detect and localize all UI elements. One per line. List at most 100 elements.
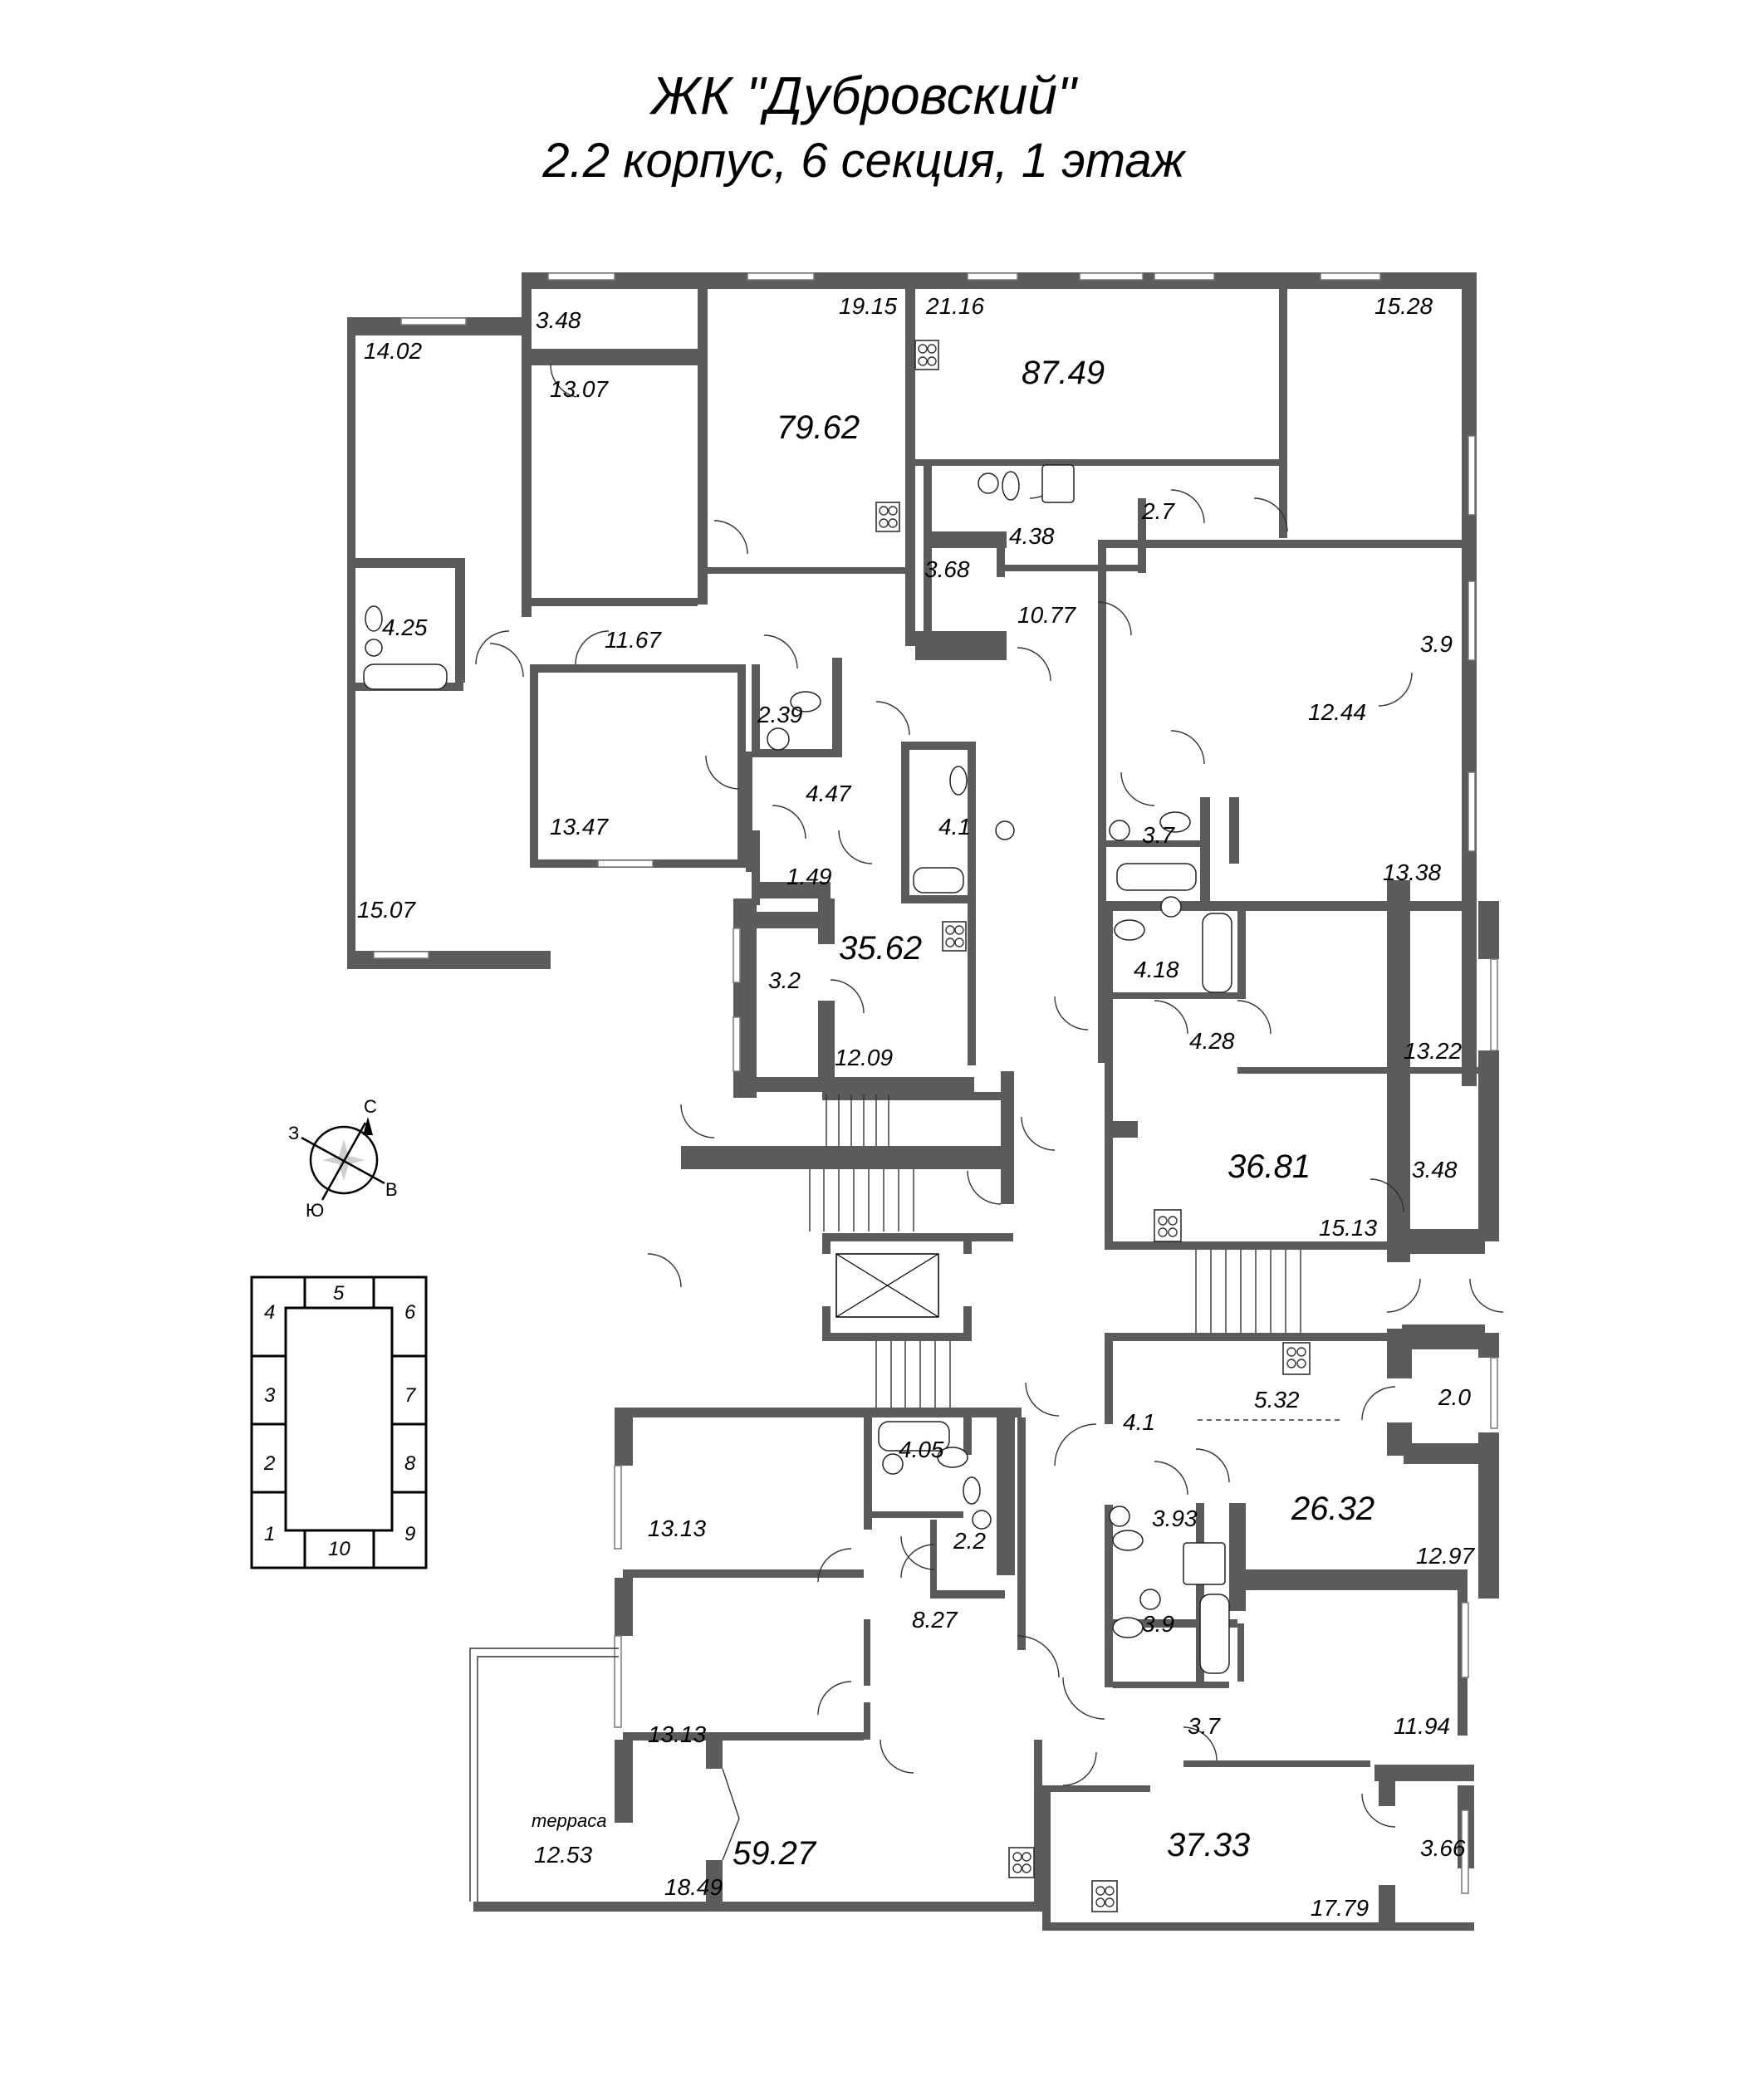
bathtub-icon (913, 867, 964, 894)
room-area-label: 5.32 (1254, 1387, 1300, 1413)
room-area-label: 3.2 (768, 967, 801, 993)
room-area-label: 3.66 (1420, 1835, 1466, 1861)
key-section-8: 8 (404, 1452, 416, 1475)
room-area-label: 4.05 (899, 1437, 944, 1462)
key-plan: 1 2 3 4 5 6 7 8 9 10 (250, 1275, 428, 1569)
room-area-label: 11.67 (605, 627, 662, 653)
apartment-total-area: 87.49 (1022, 355, 1105, 391)
room-area-label: 3.7 (1142, 822, 1175, 848)
room-area-label: 3.9 (1142, 1611, 1174, 1637)
key-section-10: 10 (328, 1538, 350, 1560)
apartment-total-area: 79.62 (777, 409, 860, 446)
room-area-label: 1.49 (786, 864, 832, 889)
toilet-icons (365, 471, 1191, 1638)
room-area-label: 15.28 (1374, 293, 1433, 319)
toilet-icon (790, 691, 821, 712)
toilet-icon (1112, 1617, 1144, 1638)
key-section-7: 7 (404, 1384, 417, 1407)
stove-icons (875, 340, 1311, 1912)
toilet-icon (1002, 471, 1020, 501)
bathtub-icon (363, 663, 448, 690)
key-section-9: 9 (404, 1523, 415, 1545)
room-area-label: 13.07 (550, 376, 609, 402)
apartment-total-area: 59.27 (733, 1835, 817, 1872)
room-area-label: 13.38 (1383, 859, 1441, 885)
shower-icon (1041, 464, 1075, 503)
room-area-label: 17.79 (1311, 1895, 1369, 1921)
key-section-6: 6 (404, 1301, 416, 1324)
room-area-label: 4.1 (938, 814, 971, 840)
door-swings (475, 363, 1504, 1861)
bathtub-icon (1202, 913, 1232, 993)
shower-icon (1183, 1542, 1226, 1585)
key-section-1: 1 (264, 1523, 275, 1545)
sink-icon (1160, 896, 1182, 918)
room-area-label: 2.2 (953, 1528, 986, 1554)
toilet-icon (963, 1476, 981, 1505)
stove-icon (1154, 1209, 1182, 1242)
room-area-label: 13.13 (648, 1515, 706, 1541)
room-area-label: 12.44 (1308, 699, 1366, 725)
room-area-label: 3.48 (536, 307, 581, 333)
toilet-icon (937, 1447, 968, 1468)
room-area-label: 12.53 (534, 1842, 592, 1868)
sink-icon (1139, 1589, 1161, 1610)
room-area-label: 4.47 (806, 781, 852, 806)
room-area-label: 4.25 (382, 614, 428, 640)
terrace-outline (469, 1648, 619, 1902)
bathtub-icon (1199, 1594, 1230, 1674)
compass-south: Ю (306, 1200, 324, 1221)
compass-east: В (385, 1179, 398, 1200)
room-area-label: 3.48 (1412, 1157, 1458, 1182)
stove-icon (914, 340, 939, 370)
room-area-label: 13.47 (550, 814, 609, 840)
room-area-label: 3.93 (1152, 1506, 1198, 1531)
key-section-5: 5 (333, 1282, 345, 1305)
apartment-total-area: 35.62 (839, 930, 922, 967)
elevator-shaft (835, 1253, 939, 1318)
room-area-label: 4.38 (1009, 523, 1055, 549)
page-title: ЖК "Дубровский" (651, 66, 1076, 125)
sink-icon (1109, 1506, 1130, 1527)
stove-icon (942, 921, 967, 952)
key-section-3: 3 (264, 1384, 276, 1407)
key-section-2: 2 (263, 1452, 275, 1475)
room-area-label: 18.49 (664, 1874, 723, 1900)
room-area-label: 12.97 (1416, 1543, 1475, 1569)
bathtub-icon (878, 1421, 950, 1452)
sink-icon (972, 1510, 992, 1530)
stove-icon (875, 502, 900, 532)
walls (347, 272, 1499, 1931)
compass-north: С (364, 1096, 377, 1117)
room-area-label: 4.1 (1123, 1409, 1155, 1435)
stairs (809, 1094, 1301, 1408)
apartment-total-area: 37.33 (1167, 1827, 1250, 1863)
north-arrow-icon (363, 1117, 373, 1135)
toilet-icon (365, 605, 383, 632)
stove-icon (1091, 1880, 1118, 1912)
sink-icon (882, 1453, 904, 1475)
toilet-icon (1112, 1530, 1144, 1551)
room-area-label: 13.22 (1404, 1038, 1462, 1064)
toilet-icon (949, 766, 968, 796)
sink-icon (767, 727, 790, 751)
room-area-label: 2.39 (757, 702, 803, 727)
room-area-label: 11.94 (1394, 1713, 1450, 1739)
compass: С З В Ю (288, 1096, 398, 1221)
room-area-label: 10.77 (1017, 602, 1076, 628)
sink-icon (1109, 820, 1130, 841)
room-area-label: 3.7 (1188, 1713, 1221, 1739)
page-subtitle: 2.2 корпус, 6 секция, 1 этаж (542, 134, 1185, 188)
room-area-label: 13.13 (648, 1721, 706, 1747)
room-area-label: 12.09 (835, 1045, 893, 1070)
room-area-label: 3.9 (1420, 631, 1453, 657)
toilet-icon (1114, 919, 1145, 941)
toilet-icon (1159, 811, 1191, 833)
stove-icon (1282, 1342, 1311, 1375)
room-area-label: 3.68 (924, 556, 970, 582)
room-area-label: 15.13 (1319, 1215, 1377, 1241)
room-area-label: 4.18 (1134, 957, 1179, 982)
room-area-label: 15.07 (357, 897, 416, 923)
apartment-total-area: 36.81 (1227, 1148, 1311, 1185)
